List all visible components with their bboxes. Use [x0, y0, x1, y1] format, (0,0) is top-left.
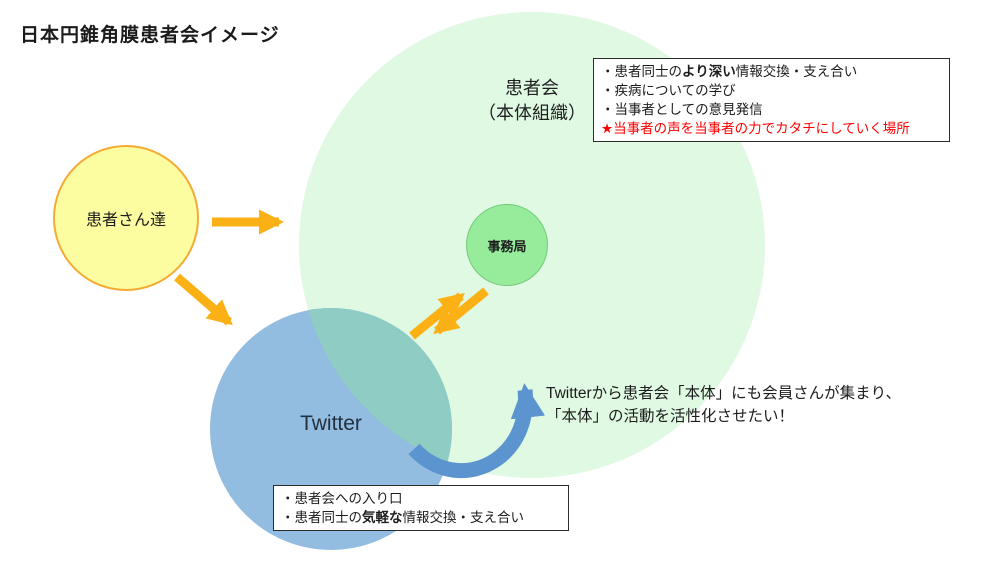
benefit-text-bold: 気軽な	[362, 510, 403, 525]
association-highlight-item: ★当事者の声を当事者の力でカタチにしていく場所	[601, 121, 910, 136]
secretariat-label: 事務局	[487, 238, 527, 254]
benefit-text: 情報交換・支え合い	[735, 64, 858, 79]
twitter-benefit-item: ・患者会への入り口	[281, 491, 403, 506]
arrow-patients-to-twitter	[174, 273, 233, 326]
benefit-text-bold: より深い	[682, 64, 736, 79]
growth-annotation-line1: Twitterから患者会「本体」にも会員さんが集まり、	[546, 385, 902, 402]
association-benefit-item: ・疾病についての学び	[601, 83, 736, 98]
benefit-text: ・患者同士の	[601, 64, 682, 79]
twitter-benefit-item: ・患者同士の気軽な情報交換・支え合い	[281, 508, 561, 527]
association-benefit-item: ・患者同士のより深い情報交換・支え合い	[601, 62, 942, 81]
secretariat-circle: 事務局	[466, 204, 548, 286]
association-benefit-item: ・当事者としての意見発信	[601, 102, 763, 117]
patients-label: 患者さん達	[85, 212, 166, 229]
growth-annotation-line2: 「本体」の活動を活性化させたい！	[546, 408, 795, 425]
patients-circle: 患者さん達	[53, 145, 199, 291]
twitter-label: Twitter	[300, 412, 362, 435]
association-label-line2: （本体組織）	[478, 103, 586, 123]
benefit-text: 情報交換・支え合い	[402, 510, 525, 525]
association-label-line1: 患者会	[505, 78, 559, 98]
association-label: 患者会 （本体組織）	[432, 76, 632, 126]
association-benefits-box: ・患者同士のより深い情報交換・支え合い ・疾病についての学び ・当事者としての意…	[593, 58, 950, 142]
benefit-text: ・患者同士の	[281, 510, 362, 525]
twitter-benefits-box: ・患者会への入り口 ・患者同士の気軽な情報交換・支え合い	[273, 485, 569, 531]
page-title: 日本円錐角膜患者会イメージ	[20, 25, 280, 46]
growth-annotation: Twitterから患者会「本体」にも会員さんが集まり、 「本体」の活動を活性化さ…	[546, 382, 901, 428]
